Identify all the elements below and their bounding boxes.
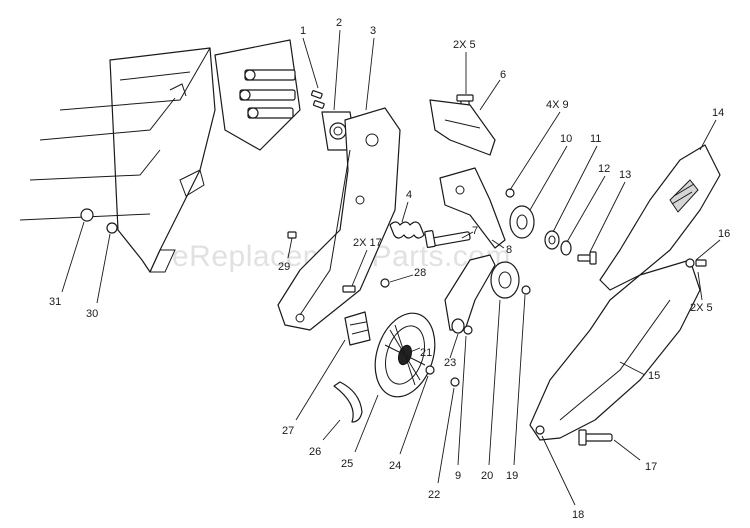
callout-6: 6 bbox=[500, 69, 506, 81]
callout-27: 27 bbox=[282, 425, 294, 437]
belt-cover-part-14 bbox=[599, 144, 721, 291]
callout-25: 25 bbox=[341, 458, 353, 470]
callout-21: 21 bbox=[420, 347, 432, 359]
callout-17: 17 bbox=[645, 461, 657, 473]
bolt-part-17-right bbox=[578, 429, 613, 446]
callout-31: 31 bbox=[49, 296, 61, 308]
idler-pulley-part-20 bbox=[490, 261, 520, 299]
callout-11: 11 bbox=[590, 133, 601, 145]
nut-part-9-lower bbox=[463, 325, 473, 335]
callout-2: 2 bbox=[336, 17, 342, 29]
callout-13: 13 bbox=[619, 169, 631, 181]
roll-pins-part-1 bbox=[310, 90, 325, 109]
callout-16: 16 bbox=[718, 228, 730, 240]
callout-labels: 1 2 3 2X 5 6 4X 9 10 11 12 13 14 16 2X 5… bbox=[49, 17, 730, 521]
bolt-part-7 bbox=[424, 229, 471, 249]
callout-4x9: 4X 9 bbox=[546, 99, 569, 111]
drive-pulley-part-21 bbox=[374, 312, 436, 398]
callout-26: 26 bbox=[309, 446, 321, 458]
callout-30: 30 bbox=[86, 308, 98, 320]
pulley-hub-part-10 bbox=[509, 205, 535, 239]
pivot-bracket-part-8 bbox=[439, 167, 506, 249]
callout-15: 15 bbox=[648, 370, 660, 382]
callout-3: 3 bbox=[370, 25, 376, 37]
callout-10: 10 bbox=[560, 133, 572, 145]
washer-part-30 bbox=[106, 222, 118, 234]
washer-part-11 bbox=[544, 230, 560, 250]
callout-22: 22 bbox=[428, 489, 440, 501]
bolt-part-19 bbox=[521, 285, 531, 295]
nut-part-18 bbox=[535, 425, 545, 435]
callout-29: 29 bbox=[278, 261, 290, 273]
left-frame-housing bbox=[19, 47, 216, 273]
callout-1: 1 bbox=[300, 25, 306, 37]
bracket-part-6 bbox=[429, 99, 496, 156]
belt-guide-part-27 bbox=[344, 311, 371, 346]
callout-7: 7 bbox=[472, 225, 478, 237]
callout-4: 4 bbox=[406, 189, 412, 201]
bolt-part-16 bbox=[685, 258, 707, 268]
bolt-part-28 bbox=[380, 278, 390, 288]
callout-12: 12 bbox=[598, 163, 610, 175]
bolt-part-22 bbox=[450, 377, 460, 387]
callout-14: 14 bbox=[712, 107, 724, 119]
spring-part-4 bbox=[389, 221, 425, 239]
callout-20: 20 bbox=[481, 470, 493, 482]
leader-lines bbox=[61, 29, 721, 506]
callout-9-lower: 9 bbox=[455, 470, 461, 482]
belt-cover-part-15 bbox=[529, 259, 701, 441]
callout-23: 23 bbox=[444, 357, 456, 369]
callout-19: 19 bbox=[506, 470, 518, 482]
washer-part-31 bbox=[80, 208, 94, 222]
side-plate-part-3 bbox=[277, 107, 401, 331]
bolt-part-13 bbox=[577, 251, 597, 265]
callout-24: 24 bbox=[389, 460, 401, 472]
callout-8: 8 bbox=[506, 244, 512, 256]
nut-part-9-upper bbox=[505, 188, 515, 198]
callout-2x5-upper: 2X 5 bbox=[453, 39, 476, 51]
bolt-part-29 bbox=[287, 231, 297, 239]
mounting-plate bbox=[214, 39, 301, 151]
callout-2x17: 2X 17 bbox=[353, 237, 382, 249]
washer-part-24 bbox=[425, 365, 435, 375]
callout-2x5-right: 2X 5 bbox=[690, 302, 713, 314]
washer-part-23 bbox=[451, 318, 465, 334]
hook-part-26 bbox=[333, 381, 363, 423]
callout-18: 18 bbox=[572, 509, 584, 521]
bolt-part-17-left bbox=[342, 285, 356, 293]
callout-28: 28 bbox=[414, 267, 426, 279]
washer-part-12 bbox=[560, 240, 572, 256]
